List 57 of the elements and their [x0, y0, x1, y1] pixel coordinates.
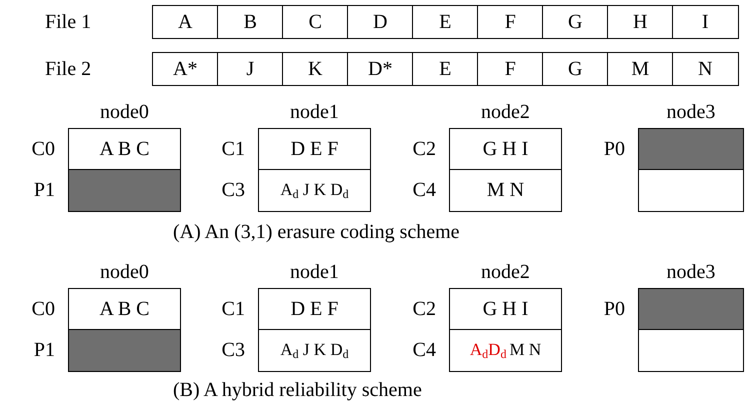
node-heading: node2	[480, 260, 531, 284]
file-label: File 1	[45, 12, 92, 32]
node-heading: node3	[666, 260, 716, 284]
table-cell: K	[282, 52, 348, 86]
node-heading: node2	[480, 100, 531, 124]
table-cell: B	[217, 5, 284, 39]
block-text: D E F	[290, 298, 338, 321]
block-label: P0	[604, 299, 625, 320]
empty-block	[638, 169, 744, 212]
block-label: C0	[32, 139, 55, 160]
block-text: A$_{d}$ J K D$_{d}$	[280, 340, 349, 360]
block-text: A B C	[99, 298, 150, 321]
node-heading: node0	[99, 260, 150, 284]
table-cell: F	[477, 52, 544, 86]
block-label: C0	[32, 299, 55, 320]
block-label: C1	[222, 299, 245, 320]
table-cell: H	[607, 5, 674, 39]
block-text: G H I	[482, 138, 528, 161]
file-label: File 2	[45, 59, 92, 79]
block-text: M N	[486, 178, 524, 202]
block-label: C2	[412, 299, 436, 320]
table-cell: N	[672, 52, 738, 86]
table-cell: D	[347, 5, 414, 39]
block-label: C3	[222, 340, 245, 360]
table-cell: I	[672, 5, 738, 39]
table-cell: E	[412, 52, 478, 86]
block-text: A B C	[99, 138, 150, 161]
node-heading: node0	[99, 100, 150, 124]
table-cell: E	[412, 5, 478, 39]
block-text: G H I	[482, 298, 528, 321]
scheme-caption: (B) A hybrid reliability scheme	[173, 380, 422, 400]
block-label: C1	[222, 139, 245, 160]
block-label: P1	[34, 340, 55, 360]
table-cell: D*	[347, 52, 414, 86]
block-label: P1	[34, 180, 55, 200]
table-cell: C	[282, 5, 348, 39]
block-label: C4	[412, 340, 436, 360]
block-label: C3	[222, 180, 245, 200]
block-label: C2	[412, 139, 436, 160]
table-cell: J	[217, 52, 284, 86]
block-label: P0	[604, 139, 625, 160]
table-cell: F	[477, 5, 544, 39]
table-cell: A*	[152, 52, 218, 86]
block-text: A$_{d}$D$_{d}$	[470, 340, 506, 360]
block-text: A$_{d}$ J K D$_{d}$	[280, 180, 349, 200]
node-heading: node1	[289, 100, 340, 124]
node-heading: node3	[666, 100, 716, 124]
node-heading: node1	[289, 260, 340, 284]
empty-block	[638, 329, 744, 372]
block-label: C4	[412, 180, 436, 200]
block-text: M N	[509, 340, 542, 360]
scheme-caption: (A) An (3,1) erasure coding scheme	[173, 222, 460, 242]
table-cell: A	[152, 5, 218, 39]
table-cell: M	[607, 52, 674, 86]
block-text: D E F	[290, 138, 338, 161]
table-cell: G	[542, 5, 608, 39]
table-cell: G	[542, 52, 608, 86]
